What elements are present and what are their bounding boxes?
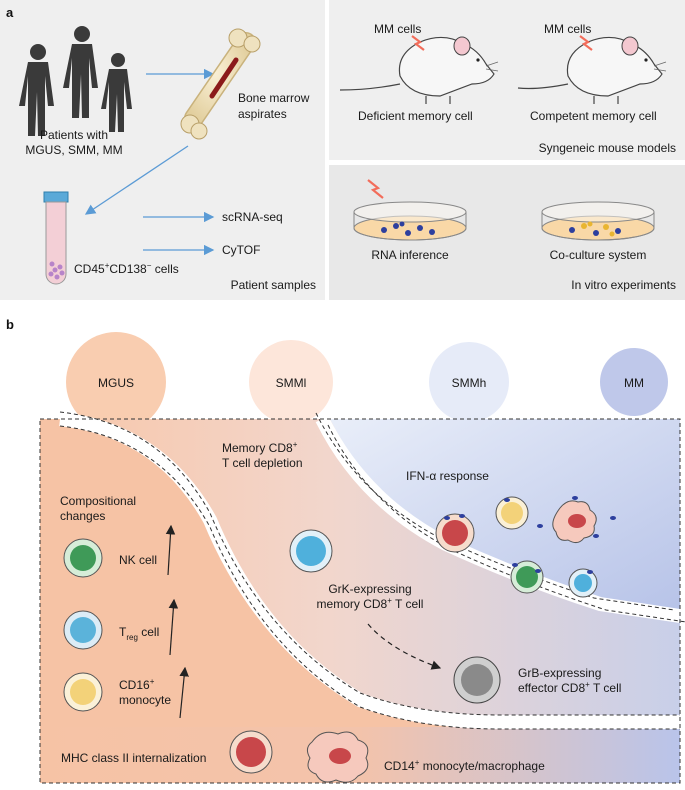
invitro-label: In vitro experiments (571, 278, 676, 292)
patients-label-line2: MGUS, SMM, MM (25, 143, 122, 157)
cd16-label-line2: monocyte (119, 693, 171, 707)
arrow-up-nk (165, 524, 176, 576)
stage-circle-smml (249, 340, 333, 424)
mm-cells-left-label: MM cells (374, 22, 421, 36)
ifn-cell-cluster (435, 496, 616, 598)
grk-cell-icon (289, 529, 333, 573)
arrow-up-cd16 (179, 666, 189, 719)
petri-dish-right-icon (541, 201, 655, 241)
stage-label-smmh: SMMh (452, 376, 487, 390)
nk-cell-icon (63, 538, 103, 578)
stage-label-mm: MM (624, 376, 644, 390)
patients-label-line1: Patients with (40, 128, 108, 142)
mm-cells-right-label: MM cells (544, 22, 591, 36)
stage-circle-mgus (66, 332, 166, 432)
cd16-label-line1: CD16+ (119, 677, 155, 692)
cd14-label: CD14+ monocyte/macrophage (384, 758, 545, 773)
nk-cell-label: NK cell (119, 553, 157, 567)
mouse-right-icon (517, 36, 667, 104)
rna-label: RNA inference (371, 248, 449, 262)
separator-dash-1b (59, 425, 680, 730)
separator-dash-2b (327, 424, 685, 623)
compositional-line1: Compositional (60, 494, 136, 508)
cytof-label: CyTOF (222, 243, 260, 257)
syngeneic-label: Syngeneic mouse models (539, 141, 676, 155)
deficient-label: Deficient memory cell (358, 109, 473, 123)
memory-depletion-line2: T cell depletion (222, 456, 303, 470)
human-silhouettes-icon (19, 26, 132, 136)
mouse-left-icon (339, 36, 499, 104)
stage-label-smml: SMMl (276, 376, 307, 390)
patient-samples-label: Patient samples (231, 278, 316, 292)
memory-depletion-line1: Memory CD8+ (222, 440, 298, 455)
arrow-bone-to-tube (84, 145, 189, 215)
bone-icon (180, 28, 261, 140)
macrophage-icon (306, 731, 369, 783)
test-tube-icon (43, 191, 69, 285)
scrnaseq-label: scRNA-seq (222, 210, 283, 224)
separator-band-1 (59, 412, 680, 729)
panel-b-border (39, 418, 681, 784)
compositional-line2: changes (60, 509, 105, 523)
panel-b-letter: b (6, 317, 14, 332)
stage-label-mgus: MGUS (98, 376, 134, 390)
treg-cell-icon (63, 610, 103, 650)
cd16-monocyte-icon (63, 672, 103, 712)
grb-cell-icon (453, 656, 501, 704)
ifn-label: IFN-α response (406, 469, 489, 483)
mhc-label: MHC class II internalization (61, 751, 206, 765)
panel-a-letter: a (6, 5, 14, 20)
grb-label-line1: GrB-expressing (518, 666, 601, 680)
grb-label-line2: effector CD8+ T cell (518, 680, 621, 695)
arrow-grk-to-grb (367, 623, 442, 670)
stage-circles: MGUS SMMl SMMh MM (66, 332, 668, 432)
bone-label-line2: aspirates (238, 107, 287, 121)
treg-cell-label: Treg cell (119, 625, 159, 642)
mhc-cell-icon (229, 730, 273, 774)
grk-label-line2: memory CD8+ T cell (317, 596, 424, 611)
lightning-right-icon (579, 35, 593, 51)
competent-label: Competent memory cell (530, 109, 657, 123)
stage-circle-smmh (429, 342, 509, 422)
cells-label: CD45+CD138− cells (74, 261, 179, 276)
lightning-left-icon (411, 35, 425, 51)
petri-dish-left-icon (353, 201, 467, 241)
separator-dash-1a (59, 411, 680, 716)
arrow-up-treg (168, 598, 179, 656)
coculture-label: Co-culture system (550, 248, 647, 262)
lightning-dish-icon (367, 179, 384, 199)
grk-label-line1: GrK-expressing (328, 582, 411, 596)
stage-circle-mm (600, 348, 668, 416)
bone-label-line1: Bone marrow (238, 91, 310, 105)
separator-dash-2a (315, 412, 675, 611)
